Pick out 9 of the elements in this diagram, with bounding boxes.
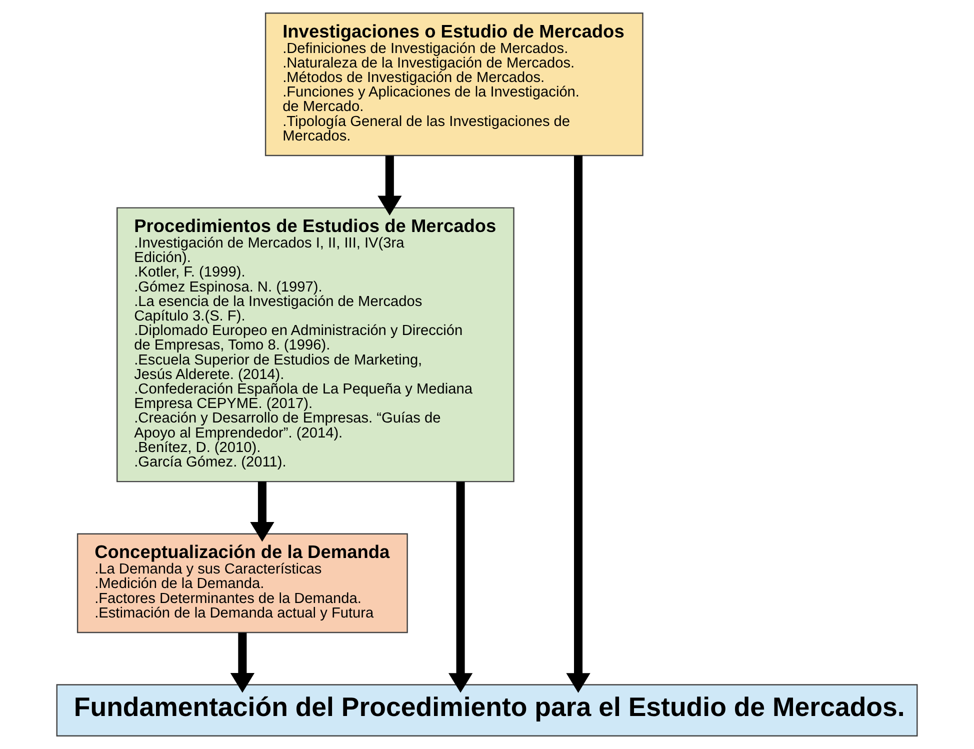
node-box: Fundamentación del Procedimiento para el Estudio de Mercados. <box>56 684 918 736</box>
arrow <box>230 632 255 693</box>
arrow <box>566 156 590 693</box>
node-box: Investigaciones o Estudio de Mercados .Definiciones de Investigación de Mercados. .Naturaleza de la Investigación de Mercados. .Métodos de Investigación de Mercados. .Funciones y Aplicaciones de la Investigación. de Mercado. .Tipología General de las Investigaciones de Mercados. <box>264 12 644 156</box>
node-box: Conceptualización de la Demanda .La Demanda y sus Características .Medición de la Demanda. .Factores Determinantes de la Demanda. .Estimación de la Demanda actual y Futura <box>76 533 408 634</box>
arrow <box>378 156 402 216</box>
node-box: Procedimientos de Estudios de Mercados .Investigación de Mercados I, II, III, IV(3ra Edición). .Kotler, F. (1999). .Gómez Espinosa. N. (1997). .La esencia de la Investigación de Mercados Capítulo 3.(S. F). .Diplomado Europeo en Administración y Dirección de Empresas, Tomo 8. (1996). .Escuela Superior de Estudios de Marketing, Jesús Alderete. (2014). .Confederación Española de La Pequeña y Mediana Empresa CEPYME. (2017). .Creación y Desarrollo de Empresas. “Guías de Apoyo al Emprendedor”. (2014). .Benítez, D. (2010). .García Gómez. (2011). <box>116 207 514 482</box>
arrow <box>250 482 274 542</box>
arrow <box>448 482 473 693</box>
